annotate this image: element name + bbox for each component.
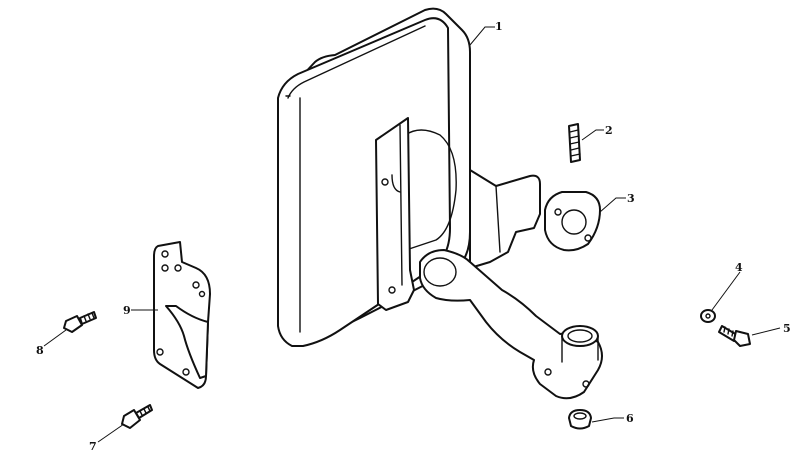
callout-5: 5: [783, 322, 791, 335]
washer[interactable]: [700, 309, 716, 323]
callout-2: 2: [605, 124, 613, 137]
nut[interactable]: [568, 409, 592, 430]
leader-lines: [43, 26, 781, 443]
callout-7: 7: [89, 440, 97, 453]
leader-7: [97, 423, 125, 443]
leader-4: [711, 271, 741, 311]
callout-9: 9: [123, 304, 131, 317]
leader-3: [599, 197, 626, 213]
callout-4: 4: [735, 261, 743, 274]
mounting-bracket[interactable]: [153, 241, 211, 389]
flange-bolt[interactable]: [718, 325, 751, 347]
callout-8: 8: [36, 344, 44, 357]
bolt-left[interactable]: [63, 311, 97, 333]
leader-5: [751, 327, 781, 336]
leader-2: [581, 129, 604, 141]
callout-1: 1: [495, 20, 503, 33]
stud[interactable]: [568, 123, 581, 163]
callout-labels: 1 2 3 4 5 6 7 8 9: [36, 20, 791, 453]
gasket[interactable]: [544, 191, 601, 252]
leader-8: [43, 329, 67, 347]
leader-1: [469, 26, 495, 46]
callout-6: 6: [626, 412, 634, 425]
muffler[interactable]: [277, 7, 603, 400]
leader-6: [591, 417, 624, 423]
callout-3: 3: [627, 192, 635, 205]
bolt-lower[interactable]: [121, 404, 153, 429]
